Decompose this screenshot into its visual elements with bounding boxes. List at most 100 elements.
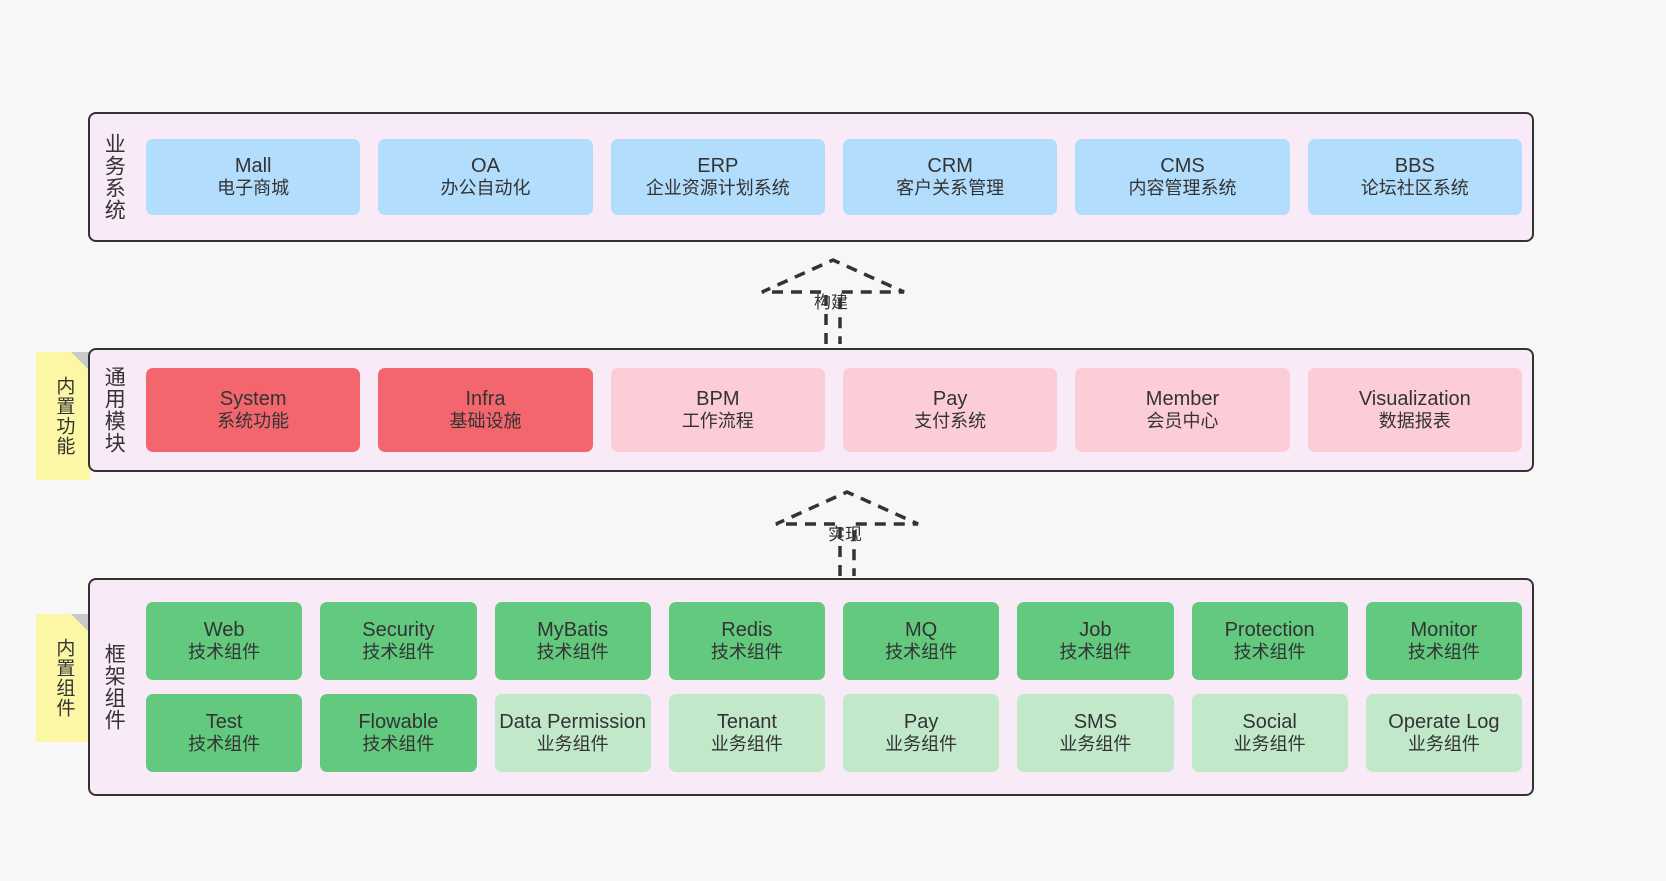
box-title-cn: 系统功能 xyxy=(217,411,290,432)
box-title-en: Tenant xyxy=(716,710,777,733)
box-title-cn: 业务组件 xyxy=(710,734,783,755)
box-title-cn: 工作流程 xyxy=(681,411,754,432)
component-box-web[interactable]: Web 技术组件 xyxy=(146,602,303,680)
box-title-en: MQ xyxy=(905,618,938,641)
component-box-operate-log[interactable]: Operate Log 业务组件 xyxy=(1365,694,1522,772)
box-title-en: Redis xyxy=(721,618,773,641)
module-box-visualization[interactable]: Visualization 数据报表 xyxy=(1307,368,1522,452)
box-title-cn: 数据报表 xyxy=(1378,411,1451,432)
note-fold-corner-icon xyxy=(71,352,90,371)
box-title-cn: 业务组件 xyxy=(885,734,958,755)
box-title-cn: 电子商城 xyxy=(217,178,290,199)
box-title-en: Flowable xyxy=(358,710,439,733)
box-title-cn: 企业资源计划系统 xyxy=(645,178,790,199)
connector-build-label: 构建 xyxy=(814,293,848,312)
business-box-mall[interactable]: Mall 电子商城 xyxy=(146,139,361,215)
layer-label-business: 业务系统 xyxy=(102,133,126,221)
box-title-cn: 技术组件 xyxy=(885,642,958,663)
box-title-en: Infra xyxy=(465,387,506,410)
box-title-cn: 客户关系管理 xyxy=(896,178,1005,199)
module-box-member[interactable]: Member 会员中心 xyxy=(1075,368,1290,452)
layer-framework-components: 框架组件 Web 技术组件 Security 技术组件 MyBatis 技术组件… xyxy=(88,578,1534,796)
layer-label-modules: 通用模块 xyxy=(102,366,126,454)
box-title-en: Pay xyxy=(903,710,939,733)
note-text: 内置功能 xyxy=(53,376,75,456)
component-box-job[interactable]: Job 技术组件 xyxy=(1017,602,1174,680)
box-title-en: Pay xyxy=(932,387,968,410)
box-title-cn: 会员中心 xyxy=(1146,411,1219,432)
component-box-social[interactable]: Social 业务组件 xyxy=(1191,694,1348,772)
box-title-en: Monitor xyxy=(1410,618,1478,641)
box-title-en: ERP xyxy=(697,154,739,177)
box-title-cn: 技术组件 xyxy=(1407,642,1480,663)
component-box-flowable[interactable]: Flowable 技术组件 xyxy=(320,694,477,772)
layer-body-modules: System 系统功能 Infra 基础设施 BPM 工作流程 Pay 支付系统… xyxy=(136,350,1532,470)
box-title-en: Social xyxy=(1242,710,1297,733)
layer-body-business: Mall 电子商城 OA 办公自动化 ERP 企业资源计划系统 CRM 客户关系… xyxy=(136,114,1532,240)
box-title-en: Visualization xyxy=(1358,387,1471,410)
business-box-crm[interactable]: CRM 客户关系管理 xyxy=(842,139,1058,215)
business-box-erp[interactable]: ERP 企业资源计划系统 xyxy=(610,139,825,215)
component-box-test[interactable]: Test 技术组件 xyxy=(146,694,303,772)
box-title-cn: 技术组件 xyxy=(362,642,435,663)
business-row: Mall 电子商城 OA 办公自动化 ERP 企业资源计划系统 CRM 客户关系… xyxy=(146,139,1522,215)
box-title-en: Security xyxy=(362,618,435,641)
business-box-bbs[interactable]: BBS 论坛社区系统 xyxy=(1307,139,1522,215)
module-box-system[interactable]: System 系统功能 xyxy=(146,368,361,452)
box-title-en: Test xyxy=(205,710,243,733)
component-box-redis[interactable]: Redis 技术组件 xyxy=(668,602,825,680)
box-title-en: Mall xyxy=(234,154,272,177)
module-box-infra[interactable]: Infra 基础设施 xyxy=(378,368,593,452)
layer-body-framework: Web 技术组件 Security 技术组件 MyBatis 技术组件 Redi… xyxy=(136,580,1532,794)
business-box-cms[interactable]: CMS 内容管理系统 xyxy=(1075,139,1290,215)
box-title-en: BPM xyxy=(696,387,740,410)
box-title-en: Member xyxy=(1145,387,1220,410)
box-title-en: System xyxy=(219,387,287,410)
box-title-en: SMS xyxy=(1073,710,1118,733)
box-title-en: Protection xyxy=(1224,618,1315,641)
box-title-en: Data Permission xyxy=(499,710,646,733)
component-box-pay[interactable]: Pay 业务组件 xyxy=(843,694,1000,772)
component-box-mybatis[interactable]: MyBatis 技术组件 xyxy=(494,602,651,680)
box-title-en: Job xyxy=(1079,618,1112,641)
module-box-bpm[interactable]: BPM 工作流程 xyxy=(610,368,825,452)
component-box-monitor[interactable]: Monitor 技术组件 xyxy=(1365,602,1522,680)
note-text: 内置组件 xyxy=(53,638,75,718)
component-box-tenant[interactable]: Tenant 业务组件 xyxy=(668,694,825,772)
framework-row-1: Web 技术组件 Security 技术组件 MyBatis 技术组件 Redi… xyxy=(146,602,1522,680)
layer-common-modules: 通用模块 System 系统功能 Infra 基础设施 BPM 工作流程 Pay… xyxy=(88,348,1534,472)
box-title-cn: 业务组件 xyxy=(1059,734,1132,755)
note-builtin-features: 内置功能 xyxy=(36,352,90,480)
box-title-en: BBS xyxy=(1394,154,1435,177)
component-box-data-permission[interactable]: Data Permission 业务组件 xyxy=(494,694,651,772)
layer-business-system: 业务系统 Mall 电子商城 OA 办公自动化 ERP 企业资源计划系统 CRM… xyxy=(88,112,1534,242)
box-title-cn: 技术组件 xyxy=(362,734,435,755)
component-box-protection[interactable]: Protection 技术组件 xyxy=(1191,602,1348,680)
box-title-cn: 业务组件 xyxy=(1407,734,1480,755)
box-title-en: CMS xyxy=(1160,154,1205,177)
box-title-cn: 技术组件 xyxy=(1233,642,1306,663)
box-title-cn: 技术组件 xyxy=(536,642,609,663)
box-title-en: Operate Log xyxy=(1388,710,1500,733)
box-title-en: CRM xyxy=(927,154,973,177)
connector-implement-label: 实现 xyxy=(828,525,862,544)
component-box-sms[interactable]: SMS 业务组件 xyxy=(1017,694,1174,772)
module-box-pay[interactable]: Pay 支付系统 xyxy=(842,368,1058,452)
box-title-cn: 业务组件 xyxy=(1233,734,1306,755)
box-title-en: OA xyxy=(471,154,500,177)
box-title-cn: 论坛社区系统 xyxy=(1360,178,1469,199)
modules-row: System 系统功能 Infra 基础设施 BPM 工作流程 Pay 支付系统… xyxy=(146,368,1522,452)
component-box-mq[interactable]: MQ 技术组件 xyxy=(843,602,1000,680)
box-title-cn: 技术组件 xyxy=(188,642,261,663)
box-title-cn: 技术组件 xyxy=(710,642,783,663)
box-title-en: MyBatis xyxy=(537,618,609,641)
component-box-security[interactable]: Security 技术组件 xyxy=(320,602,477,680)
layer-label-framework: 框架组件 xyxy=(102,643,126,731)
box-title-cn: 内容管理系统 xyxy=(1128,178,1237,199)
box-title-cn: 业务组件 xyxy=(536,734,609,755)
box-title-cn: 技术组件 xyxy=(1059,642,1132,663)
business-box-oa[interactable]: OA 办公自动化 xyxy=(378,139,593,215)
connector-build-arrow: 构建 xyxy=(758,258,908,344)
box-title-cn: 办公自动化 xyxy=(440,178,531,199)
note-fold-corner-icon xyxy=(71,614,90,633)
